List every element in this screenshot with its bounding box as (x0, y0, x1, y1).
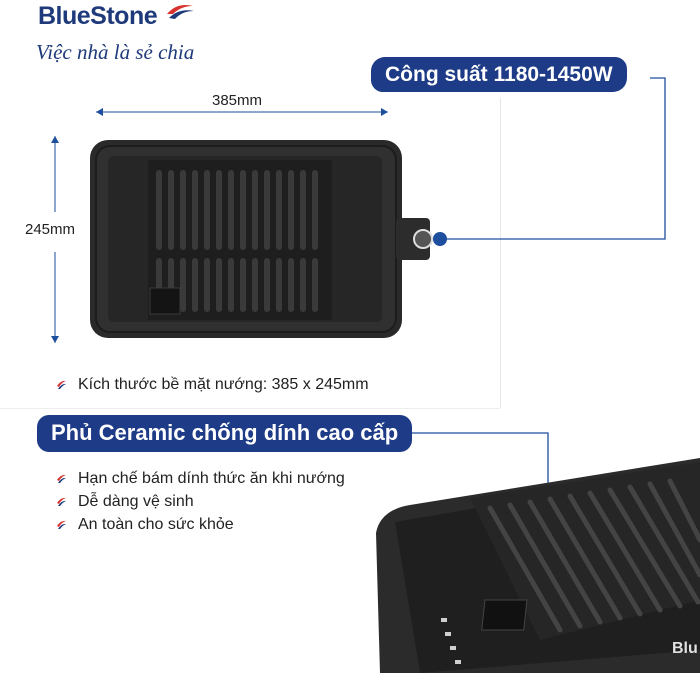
bluestone-logo-icon (166, 5, 194, 19)
bullet-icon (57, 474, 66, 483)
height-dimension-label: 245mm (25, 221, 76, 238)
bullet-icon (57, 380, 66, 389)
panel-divider-horizontal (0, 408, 500, 409)
list-item: An toàn cho sức khỏe (54, 513, 345, 536)
product-brand-mark: Blu (672, 640, 698, 657)
power-leader-line (432, 77, 666, 240)
bullet-icon (57, 520, 66, 529)
height-dimension-arrow (51, 136, 59, 343)
ceramic-bullet-list: Hạn chế bám dính thức ăn khi nướng Dễ dà… (54, 467, 345, 536)
ceramic-callout: Phủ Ceramic chống dính cao cấp (37, 415, 413, 452)
list-item: Dễ dàng vệ sinh (54, 490, 345, 513)
grill-top-view (90, 140, 433, 338)
grill-perspective-view (376, 458, 700, 673)
size-bullet-list: Kích thước bề mặt nướng: 385 x 245mm (54, 373, 369, 396)
bullet-icon (57, 497, 66, 506)
panel-divider-vertical (500, 98, 501, 408)
width-dimension-arrow (96, 108, 388, 116)
list-item: Kích thước bề mặt nướng: 385 x 245mm (54, 373, 369, 396)
tagline: Việc nhà là sẻ chia (36, 40, 195, 64)
brand-name: BlueStone (38, 2, 195, 31)
width-dimension-label: 385mm (212, 92, 263, 109)
power-leader-dot (433, 232, 447, 246)
power-callout: Công suất 1180-1450W (371, 57, 627, 93)
list-item: Hạn chế bám dính thức ăn khi nướng (54, 467, 345, 490)
